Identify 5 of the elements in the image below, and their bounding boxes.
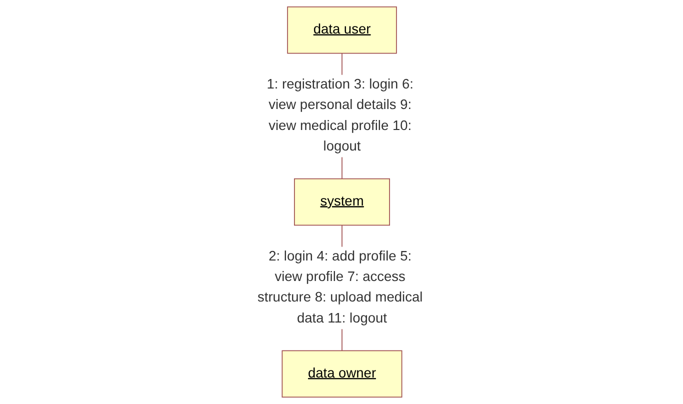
edge-label: 2: login 4: add profile 5: view profile 7: access structure 8: upload medical data 11: logout: [257, 249, 422, 326]
node-box: data user: [286, 6, 396, 54]
node-box: data owner: [281, 350, 402, 398]
node-box: system: [294, 178, 390, 226]
edge-label: 1: registration 3: login 6: view personal details 9: view medical profile 10: logout: [266, 77, 413, 154]
